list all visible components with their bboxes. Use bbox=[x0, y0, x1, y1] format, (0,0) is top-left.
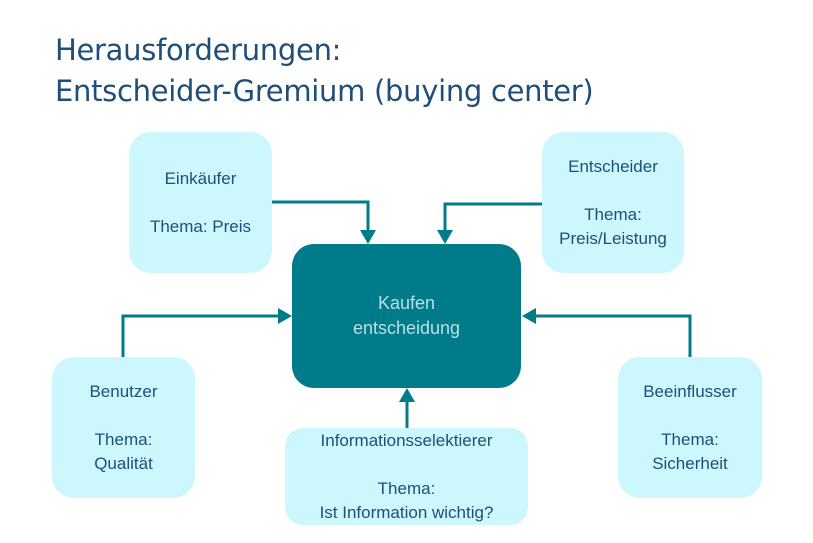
slide-title: Herausforderungen: Entscheider-Gremium (… bbox=[55, 30, 594, 112]
role-topic-value: Preis/Leistung bbox=[559, 228, 667, 248]
arrow-einkaeufer-line bbox=[272, 200, 370, 232]
role-topic-value: Sicherheit bbox=[652, 453, 728, 473]
role-name: Benutzer bbox=[89, 381, 158, 401]
role-topic-value: Ist Information wichtig? bbox=[319, 502, 494, 522]
arrow-entscheider-head bbox=[437, 230, 453, 244]
center-line-2: entscheidung bbox=[352, 318, 461, 338]
arrow-benutzer-head bbox=[278, 308, 292, 324]
role-name: Beeinflusser bbox=[643, 381, 737, 401]
role-topic: Thema: Preis bbox=[149, 216, 252, 236]
arrow-einkaeufer-head bbox=[360, 230, 376, 244]
role-name: Entscheider bbox=[568, 156, 658, 176]
role-topic-label: Thema: bbox=[94, 429, 153, 449]
role-name: Informationsselektierer bbox=[320, 430, 493, 450]
role-topic-label: Thema: bbox=[661, 429, 719, 449]
role-topic-label: Thema: bbox=[584, 204, 642, 224]
arrow-info-head bbox=[399, 388, 415, 402]
role-box-entscheider: Entscheider Thema: Preis/Leistung bbox=[542, 132, 684, 273]
title-line-1: Herausforderungen: bbox=[55, 33, 342, 67]
role-box-benutzer: Benutzer Thema: Qualität bbox=[52, 357, 195, 498]
arrow-benutzer-line bbox=[121, 314, 280, 357]
arrow-beeinflusser-head bbox=[522, 308, 536, 324]
role-box-informationsselektierer: Informationsselektierer Thema: Ist Infor… bbox=[285, 428, 528, 525]
arrow-beeinflusser-line bbox=[534, 314, 692, 357]
purchase-decision-box: Kaufen entscheidung bbox=[292, 244, 521, 388]
role-name: Einkäufer bbox=[164, 168, 237, 188]
arrow-entscheider-line bbox=[443, 202, 542, 232]
role-box-einkaeufer: Einkäufer Thema: Preis bbox=[129, 132, 272, 273]
title-line-2: Entscheider-Gremium (buying center) bbox=[55, 74, 594, 108]
role-box-beeinflusser: Beeinflusser Thema: Sicherheit bbox=[618, 357, 762, 498]
role-topic-label: Thema: bbox=[377, 478, 436, 498]
role-topic-value: Qualität bbox=[94, 453, 153, 473]
center-line-1: Kaufen bbox=[377, 293, 436, 313]
